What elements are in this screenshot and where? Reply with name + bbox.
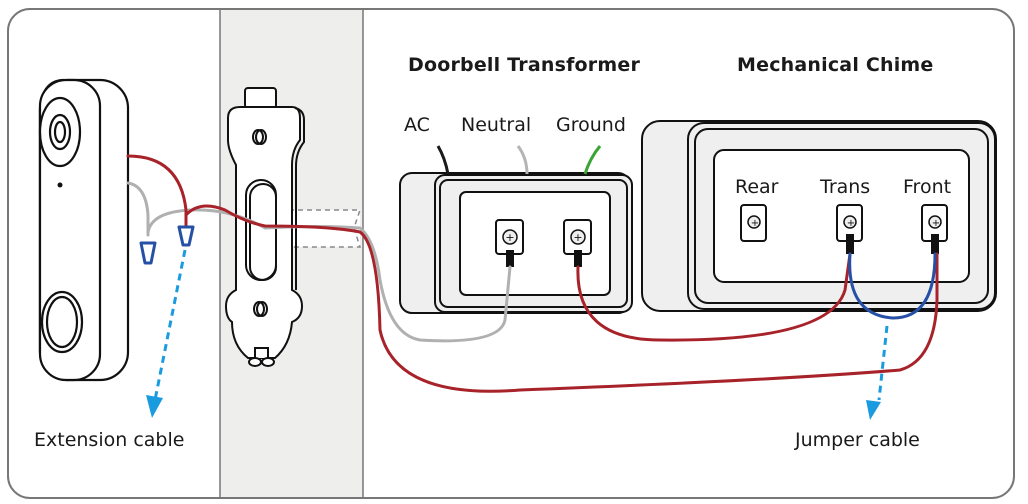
chime-terminal-rear: +	[740, 204, 767, 242]
rear-terminal-label: Rear	[735, 176, 779, 198]
svg-text:+: +	[932, 218, 940, 229]
extension-cable-arrow	[146, 249, 187, 418]
ac-wire-label: AC	[404, 114, 430, 136]
red-wire-doorbell	[126, 154, 188, 230]
transformer-terminal-1: +	[495, 219, 524, 267]
bracket-screw-icon	[252, 129, 264, 145]
sensor-dot-icon	[57, 182, 63, 188]
svg-text:+: +	[847, 218, 855, 229]
grey-wire-doorbell	[126, 181, 150, 237]
svg-text:+: +	[751, 218, 759, 229]
red-wire-transformer-to-trans	[576, 252, 852, 342]
svg-text:+: +	[505, 231, 514, 244]
jumper-cable-arrow	[866, 325, 889, 420]
ground-wire-label: Ground	[556, 114, 626, 136]
mechanical-chime	[641, 120, 997, 312]
svg-text:+: +	[573, 231, 582, 244]
chime-terminal-trans: +	[836, 204, 863, 254]
ac-wire	[436, 145, 450, 175]
trans-terminal-label: Trans	[820, 176, 871, 198]
front-terminal-label: Front	[903, 176, 952, 198]
chime-title: Mechanical Chime	[737, 54, 934, 76]
blue-jumper-wire	[848, 252, 937, 320]
wire-nut-icon	[177, 225, 195, 247]
red-wire-splice	[184, 204, 939, 393]
neutral-wire-label: Neutral	[461, 114, 532, 136]
transformer-terminal-2: +	[563, 219, 592, 267]
jumper-cable-label: Jumper cable	[795, 429, 920, 451]
transformer-title: Doorbell Transformer	[408, 54, 641, 76]
bracket-screw-icon	[253, 301, 265, 317]
wire-nut-icon	[139, 241, 157, 265]
chime-terminal-front: +	[921, 204, 948, 254]
mounting-bracket	[224, 87, 305, 367]
video-doorbell	[38, 78, 130, 382]
extension-cable-label: Extension cable	[34, 429, 185, 451]
ground-wire	[583, 145, 602, 175]
neutral-wire	[516, 145, 529, 175]
